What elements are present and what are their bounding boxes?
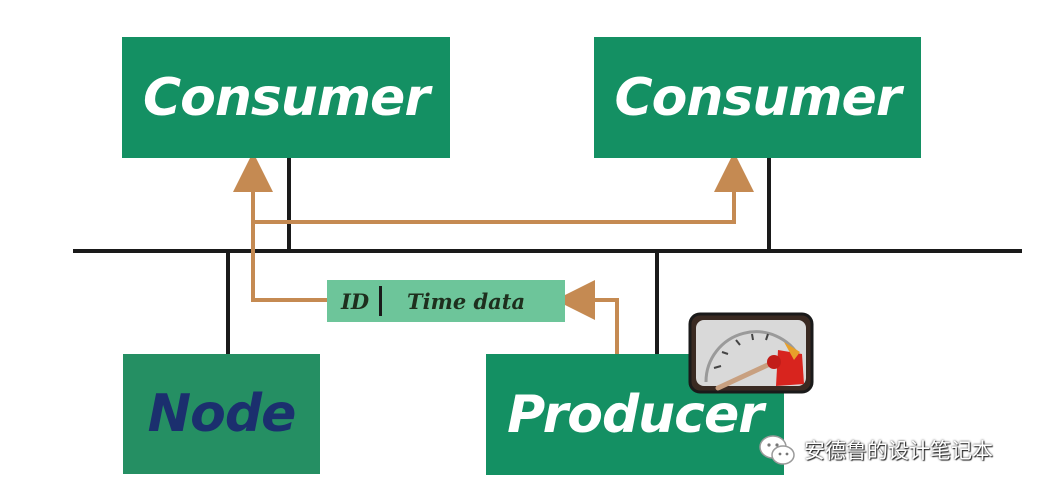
consumer-box-right: Consumer <box>594 37 921 158</box>
arrow-message-to-consumer-left <box>233 152 327 302</box>
gauge-icon <box>688 312 814 394</box>
consumer-label-right: Consumer <box>614 67 902 128</box>
consumer-label-left: Consumer <box>143 67 430 128</box>
consumer-box-left: Consumer <box>122 37 450 158</box>
message-time-data-field: Time data <box>407 289 526 314</box>
arrow-producer-to-message <box>555 280 619 354</box>
watermark-text: 安德鲁的设计笔记本 <box>804 439 993 463</box>
message-divider <box>379 286 382 316</box>
message-id-field: ID <box>341 289 370 314</box>
node-label: Node <box>147 384 297 444</box>
wechat-icon <box>759 435 795 465</box>
node-box: Node <box>123 354 320 474</box>
message-frame: ID Time data <box>327 280 565 322</box>
arrow-to-consumer-right <box>253 152 754 224</box>
producer-label: Producer <box>507 384 764 445</box>
watermark: 安德鲁的设计笔记本 <box>758 430 993 470</box>
